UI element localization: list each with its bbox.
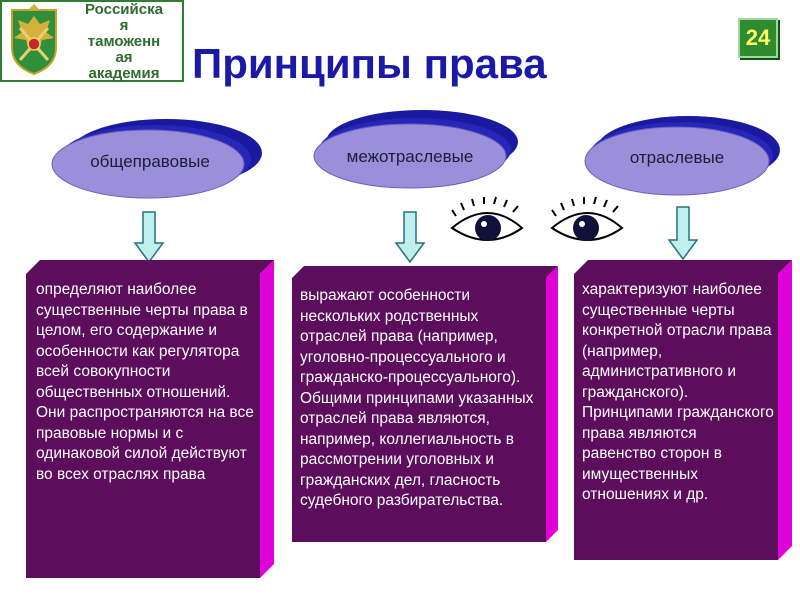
box-sectoral bbox=[574, 260, 792, 560]
oval-general bbox=[51, 119, 262, 199]
down-arrow-icon bbox=[394, 211, 426, 264]
logo-line: Российска bbox=[85, 1, 163, 18]
logo-line: академия bbox=[88, 65, 160, 82]
description-general: определяют наиболее существенные черты п… bbox=[36, 281, 254, 483]
description-intersectoral: выражают особенности нескольких родствен… bbox=[300, 287, 534, 509]
box-general bbox=[26, 260, 274, 578]
oval-intersectoral bbox=[313, 110, 518, 189]
description-sectoral: характеризуют наиболее существенные черт… bbox=[582, 281, 774, 503]
oval-label-intersectoral: межотраслевые bbox=[346, 147, 474, 166]
customs-eagle-emblem-icon bbox=[11, 4, 57, 76]
oval-label-general: общеправовые bbox=[90, 152, 210, 171]
logo-line: ая bbox=[115, 49, 133, 66]
logo-line: таможенн bbox=[87, 33, 161, 50]
down-arrow-icon bbox=[133, 211, 165, 264]
oval-sectoral bbox=[584, 116, 780, 196]
down-arrow-icon bbox=[667, 206, 699, 261]
academy-logo: Российска я таможенн ая академия bbox=[0, 0, 184, 82]
logo-text: Российска я таможенн ая академия bbox=[66, 2, 182, 82]
eyes-icon bbox=[450, 196, 624, 241]
oval-label-sectoral: отраслевые bbox=[629, 148, 725, 167]
page-title: Принципы права bbox=[192, 40, 547, 87]
box-intersectoral bbox=[292, 266, 558, 542]
logo-line: я bbox=[119, 17, 129, 34]
slide-number-badge[interactable]: 24 bbox=[738, 18, 778, 58]
